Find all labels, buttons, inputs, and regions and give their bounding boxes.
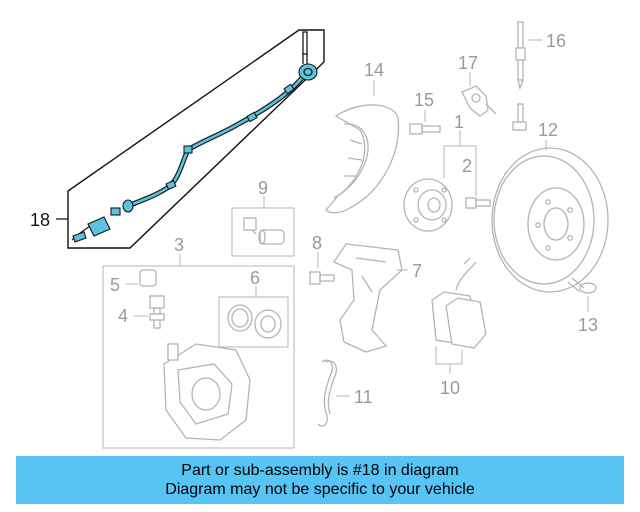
part-3-brake-caliper[interactable] [163,343,251,441]
part-17[interactable] [461,85,497,117]
part-16[interactable] [515,21,526,91]
banner-line-1: Part or sub-assembly is #18 in diagram [181,462,459,479]
callout-8: 8 [312,233,322,253]
callout-6: 6 [250,268,260,288]
part-7-caliper-carrier[interactable] [333,243,403,353]
part-9-guide-pins[interactable] [243,217,285,245]
part-10-brake-pads[interactable] [431,257,487,349]
part-4-bleeder-screw[interactable] [149,295,165,329]
parts-diagram: 18 16 17 14 15 [30,21,609,449]
part-9-box [231,207,295,257]
part-12-brake-rotor[interactable] [491,147,609,293]
part-8-bolt[interactable] [309,271,335,285]
part-18-highlight-box [67,29,325,249]
part-small-screw[interactable] [512,103,527,131]
part-6-seal-kit[interactable] [227,304,282,339]
callout-5: 5 [110,275,120,295]
part-11-spring[interactable] [317,359,338,427]
part-14-splash-shield[interactable] [325,104,400,214]
part-1-wheel-hub[interactable] [403,178,453,232]
callout-17: 17 [458,53,478,73]
part-2-hub-bolt[interactable] [465,197,491,209]
callout-16: 16 [546,31,566,51]
part-13-screw[interactable] [567,277,597,294]
callout-11: 11 [354,387,373,407]
callout-3: 3 [174,235,184,255]
callout-14: 14 [364,60,384,80]
callout-1: 1 [454,112,464,132]
banner-line-2: Diagram may not be specific to your vehi… [165,481,475,498]
callout-7: 7 [412,261,422,281]
part-15-bolt[interactable] [409,123,441,135]
part-3-box [102,265,295,449]
callout-15: 15 [414,90,434,110]
callout-13: 13 [578,315,598,335]
part-5-bleeder-cap[interactable] [139,269,157,287]
callout-10: 10 [440,378,460,398]
info-banner: Part or sub-assembly is #18 in diagram D… [16,456,624,504]
callout-2: 2 [462,156,472,176]
callout-18: 18 [30,210,50,230]
part-6-box [218,296,289,348]
callout-12: 12 [538,120,558,140]
part-18-abs-sensor[interactable] [67,29,325,249]
callout-9: 9 [258,178,268,198]
callout-4: 4 [118,306,128,326]
